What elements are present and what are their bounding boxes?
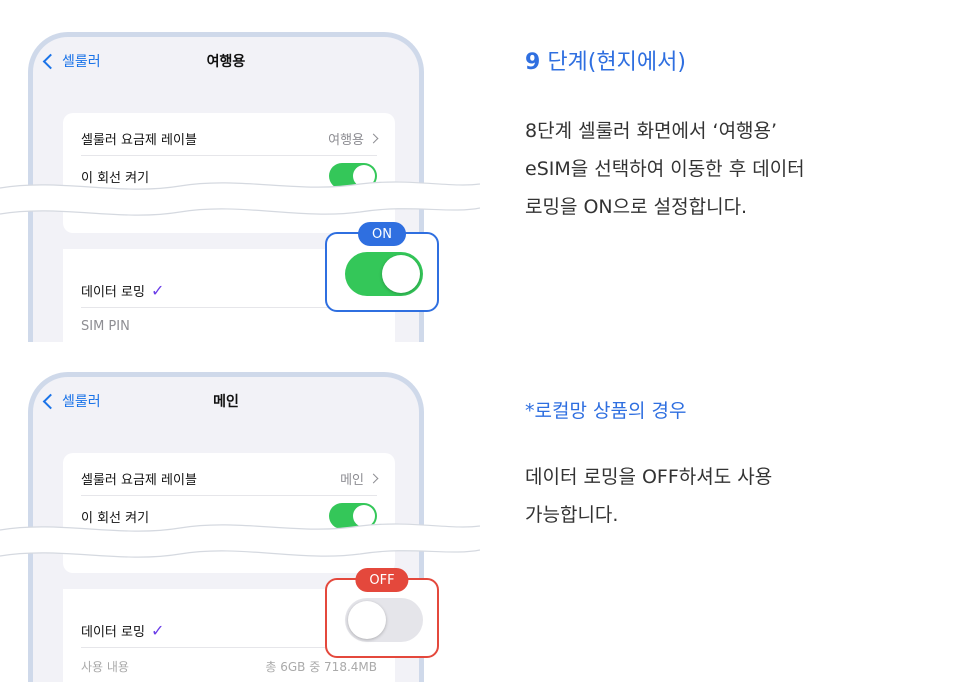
note-line: 가능합니다. [525, 504, 619, 526]
torn-divider [0, 181, 480, 216]
page-title: 메인 [213, 394, 239, 410]
chevron-right-icon [368, 473, 379, 483]
plan-label-row[interactable]: 셀룰러 요금제 레이블 메인 [81, 461, 379, 496]
usage-row[interactable]: 사용 내용 총 6GB 중 718.4MB [81, 649, 377, 682]
status-badge-off: OFF [355, 568, 409, 592]
data-roaming-toggle-on[interactable] [345, 252, 423, 296]
check-icon: ✓ [150, 280, 165, 300]
step-title: 단계(현지에서) [547, 50, 686, 75]
toggle-callout-off: OFF [325, 568, 439, 658]
data-roaming-toggle-off[interactable] [345, 598, 423, 642]
step-number: 9 [525, 50, 541, 75]
step-heading: 9 단계(현지에서) [525, 44, 686, 76]
back-label: 셀룰러 [62, 54, 101, 70]
check-icon: ✓ [150, 620, 165, 640]
plan-value: 메인 [340, 472, 364, 488]
sim-pin-label: SIM PIN [81, 318, 130, 334]
plan-label-row[interactable]: 셀룰러 요금제 레이블 여행용 [81, 121, 379, 156]
line-label: 이 회선 켜기 [81, 510, 150, 526]
note-line: 데이터 로밍을 OFF하셔도 사용 [525, 466, 773, 488]
data-roaming-row: 데이터 로밍 ✓ [81, 613, 377, 648]
toggle-knob [382, 255, 420, 293]
back-button[interactable]: 셀룰러 [42, 391, 101, 411]
toggle-knob [348, 601, 386, 639]
line-label: 이 회선 켜기 [81, 170, 150, 186]
sim-pin-row[interactable]: SIM PIN [81, 309, 377, 342]
plan-label: 셀룰러 요금제 레이블 [81, 132, 197, 148]
page-title: 여행용 [206, 54, 246, 70]
back-label: 셀룰러 [62, 394, 101, 410]
usage-value: 총 6GB 중 718.4MB [265, 659, 377, 674]
back-button[interactable]: 셀룰러 [42, 51, 101, 71]
status-badge-on: ON [358, 222, 406, 246]
data-roaming-row: 데이터 로밍 ✓ [81, 273, 377, 308]
step-description: 8단계 셀룰러 화면에서 ‘여행용’ eSIM을 선택하여 이동한 후 데이터 … [525, 112, 965, 226]
note-title: *로컬망 상품의 경우 [525, 400, 687, 422]
plan-value: 여행용 [328, 132, 364, 148]
plan-label: 셀룰러 요금제 레이블 [81, 472, 197, 488]
torn-divider [0, 523, 480, 558]
line-toggle-row: 이 회선 켜기 [81, 499, 377, 533]
data-roaming-label: 데이터 로밍 [81, 624, 145, 640]
desc-line: eSIM을 선택하여 이동한 후 데이터 [525, 158, 805, 180]
toggle-callout-on: ON [325, 222, 439, 312]
line-toggle[interactable] [329, 503, 377, 529]
desc-line: 로밍을 ON으로 설정합니다. [525, 196, 748, 218]
note-description: 데이터 로밍을 OFF하셔도 사용 가능합니다. [525, 458, 965, 534]
data-roaming-label: 데이터 로밍 [81, 284, 145, 300]
usage-label: 사용 내용 [81, 659, 129, 674]
chevron-right-icon [368, 133, 379, 143]
desc-line: 8단계 셀룰러 화면에서 ‘여행용’ [525, 120, 778, 142]
